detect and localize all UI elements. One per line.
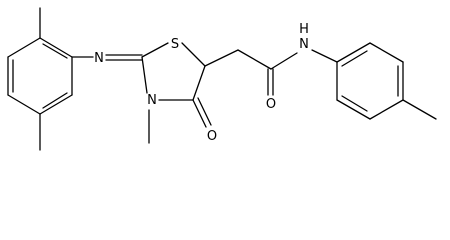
bond-c5-c4 [192,65,206,101]
thiazolidinone-ring: S N O [141,37,217,144]
ketone-oxygen-label: O [207,129,217,144]
molecule-diagram: N S N O O N H [7,7,437,151]
bond [336,99,371,120]
bond [39,94,73,115]
bond [336,42,371,63]
structure-svg: N S N O O N H [7,7,437,151]
amide-nitrogen-label: N [299,37,309,52]
bond [369,42,404,63]
ketone-double-bond [192,99,207,128]
bond [39,37,73,58]
dimethylphenyl-ring [7,7,73,151]
double-bond-inner [341,50,368,67]
amide-oxygen-label: O [266,97,276,112]
bond-c5-ch2 [204,49,239,67]
bond [7,94,41,115]
bond [7,37,41,58]
amide-hydrogen-label: H [299,22,309,37]
imine-nitrogen-label: N [94,51,104,66]
double-bond-inner [341,95,368,112]
bond-s-c5 [181,42,206,67]
ketone-double-bond [197,97,212,126]
sulfur-label: S [171,37,179,52]
para-methyl-bond [402,99,437,120]
bond-ch2-carbonyl [237,49,272,70]
double-bond-inner [42,43,68,59]
tolyl-ring [336,42,437,120]
bond [369,99,404,120]
bond-c2-s [141,42,169,58]
bond-n3-c2 [141,56,148,94]
double-bond-inner [42,92,68,109]
bond-n-aryl [311,49,338,63]
bond-carbonyl-n [270,52,298,70]
ring-nitrogen-label: N [147,93,157,108]
